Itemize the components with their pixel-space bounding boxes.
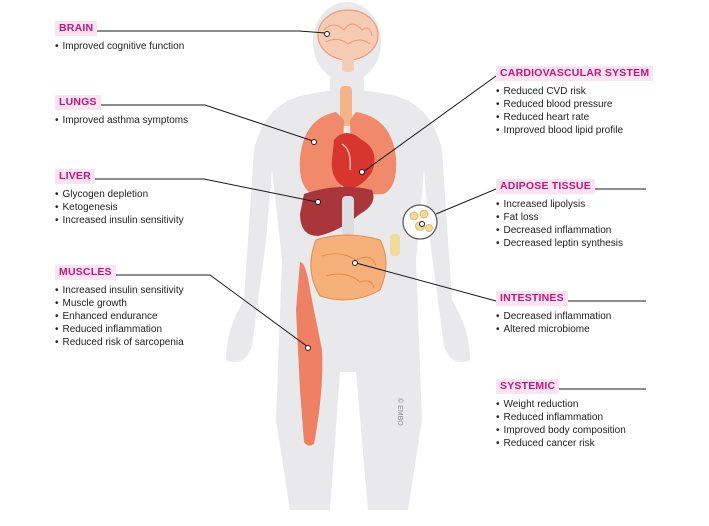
intestines-card: INTESTINES Decreased inflammation Altere…	[496, 288, 611, 336]
intestines-title: INTESTINES	[496, 291, 568, 306]
cardiovascular-title: CARDIOVASCULAR SYSTEM	[496, 66, 654, 81]
liver-item: Ketogenesis	[55, 201, 184, 214]
trachea-organ	[340, 86, 352, 126]
muscles-item: Enhanced endurance	[55, 310, 184, 323]
liver-card: LIVER Glycogen depletion Ketogenesis Inc…	[55, 166, 184, 227]
adipose-card: ADIPOSE TISSUE Increased lipolysis Fat l…	[496, 176, 623, 250]
lungs-item: Improved asthma symptoms	[55, 114, 189, 127]
muscles-item: Muscle growth	[55, 297, 184, 310]
cardiovascular-item: Reduced CVD risk	[496, 85, 653, 98]
brain-item: Improved cognitive function	[55, 40, 185, 53]
systemic-item: Reduced cancer risk	[496, 437, 626, 450]
adipose-item: Increased lipolysis	[496, 198, 623, 211]
brain-card: BRAIN Improved cognitive function	[55, 18, 184, 53]
cardiovascular-item: Improved blood lipid profile	[496, 124, 653, 137]
intestines-item: Decreased inflammation	[496, 310, 612, 323]
adipose-item: Fat loss	[496, 211, 623, 224]
brain-organ	[317, 9, 379, 72]
muscles-item: Reduced risk of sarcopenia	[55, 336, 184, 349]
muscles-title: MUSCLES	[55, 265, 116, 280]
muscle-organ	[296, 262, 323, 446]
muscles-item: Increased insulin sensitivity	[55, 284, 184, 297]
cardiovascular-item: Reduced heart rate	[496, 111, 653, 124]
systemic-title: SYSTEMIC	[496, 379, 560, 394]
adipose-item: Decreased leptin synthesis	[496, 237, 624, 250]
systemic-card: SYSTEMIC Weight reduction Reduced inflam…	[496, 376, 626, 450]
cardiovascular-card: CARDIOVASCULAR SYSTEM Reduced CVD risk R…	[496, 63, 654, 137]
intestines-organ	[310, 234, 387, 301]
systemic-item: Weight reduction	[496, 398, 626, 411]
lungs-card: LUNGS Improved asthma symptoms	[55, 92, 188, 127]
systemic-item: Reduced inflammation	[496, 411, 626, 424]
brain-title: BRAIN	[55, 21, 98, 36]
liver-item: Increased insulin sensitivity	[55, 214, 184, 227]
cardiovascular-item: Reduced blood pressure	[496, 98, 653, 111]
adipose-title: ADIPOSE TISSUE	[496, 179, 595, 194]
credit-text: © EMBO	[396, 398, 403, 426]
lungs-title: LUNGS	[55, 95, 101, 110]
systemic-item: Improved body composition	[496, 424, 626, 437]
muscles-item: Reduced inflammation	[55, 323, 184, 336]
adipose-item: Decreased inflammation	[496, 224, 623, 237]
intestines-item: Altered microbiome	[496, 323, 611, 336]
liver-title: LIVER	[55, 169, 95, 184]
muscles-card: MUSCLES Increased insulin sensitivity Mu…	[55, 262, 184, 349]
liver-item: Glycogen depletion	[55, 188, 184, 201]
